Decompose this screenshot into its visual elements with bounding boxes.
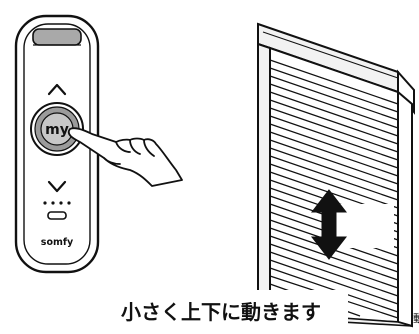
remote-control: my somfy: [14, 14, 100, 274]
brand-logo: somfy: [41, 237, 74, 248]
up-arrow-icon[interactable]: [47, 83, 67, 96]
my-button[interactable]: my: [30, 102, 84, 156]
shutter-left-frame: [257, 42, 271, 318]
hand-pointer-icon: [67, 127, 183, 187]
channel-indicator-dots: [43, 201, 71, 205]
double-vertical-arrow-icon: [310, 189, 394, 260]
select-button[interactable]: [47, 211, 67, 220]
caption-text: 小さく上下に動きます: [121, 300, 321, 324]
my-button-label: my: [45, 122, 69, 138]
roller-shutter: [257, 22, 415, 328]
remote-top-band: [32, 28, 82, 46]
edge-text-fragment: 動: [413, 311, 419, 325]
down-arrow-icon[interactable]: [47, 180, 67, 193]
